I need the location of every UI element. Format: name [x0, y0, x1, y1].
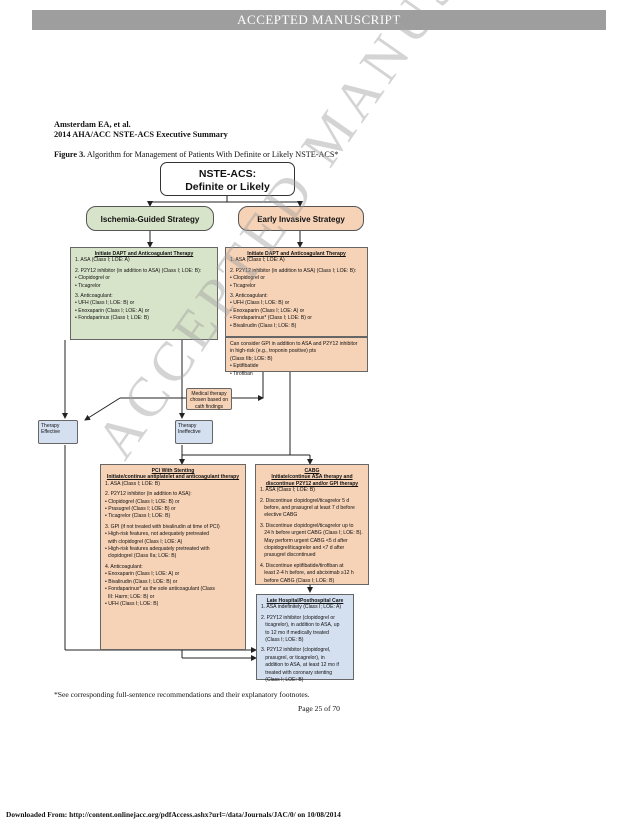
late-care-title: Late Hospital/Posthospital Care: [266, 598, 344, 604]
early-invasive-strategy-box: Early Invasive Strategy: [238, 206, 364, 231]
pci-line: • High-risk features adequately pretreat…: [105, 546, 210, 553]
invasive-dapt-line: • Ticagrelor: [230, 282, 256, 289]
gpi-line: (Class IIb; LOE: B): [230, 355, 273, 362]
invasive-dapt-box: Initiate DAPT and Anticoagulant Therapy …: [225, 247, 368, 337]
pci-stenting-box: PCI With Stenting Initiate/continue anti…: [100, 464, 246, 650]
late-care-line: treated with coronary stenting: [261, 669, 333, 676]
cabg-line: elective CABG: [260, 512, 298, 519]
gpi-line: in high-risk (e.g., troponin positive) p…: [230, 348, 317, 355]
cabg-line: before CABG (Class I; LOE: B): [260, 577, 335, 584]
ischemia-dapt-line: • Clopidogrel or: [75, 275, 110, 282]
page-number: Page 25 of 70: [298, 704, 340, 713]
cabg-line: 1. ASA (Class I; LOE: B): [260, 487, 315, 494]
late-care-line: addition to ASA, at least 12 mo if: [261, 662, 339, 669]
invasive-dapt-line: • Enoxaparin (Class I; LOE: A) or: [230, 307, 305, 314]
cabg-line: least 2-4 h before, and abciximab ≥12 h: [260, 570, 354, 577]
gpi-line: • Tirofiban: [230, 370, 253, 377]
cabg-line: clopidogrel/ticagrelor and <7 d after: [260, 545, 345, 552]
pci-line: • High-risk features, not adequately pre…: [105, 531, 209, 538]
therapy-ineffective-box: Therapy Ineffective: [175, 420, 213, 444]
ischemia-guided-strategy-box: Ischemia-Guided Strategy: [86, 206, 214, 231]
pci-line: 3. GPI (if not treated with bivalirudin …: [105, 523, 220, 530]
accepted-manuscript-banner: ACCEPTED MANUSCRIPT: [32, 10, 606, 30]
late-hospital-care-box: Late Hospital/Posthospital Care 1. ASA i…: [256, 594, 354, 683]
cabg-box: CABG Initiate/continue ASA therapy and d…: [255, 464, 369, 585]
download-notice: Downloaded From: http://content.onlineja…: [6, 810, 341, 819]
footnote: *See corresponding full-sentence recomme…: [54, 690, 310, 699]
nste-acs-title-line2: Definite or Likely: [185, 181, 270, 193]
nste-acs-title-box: NSTE-ACS: Definite or Likely: [160, 162, 295, 196]
late-care-line: ticagrelor), in addition to ASA, up: [261, 622, 340, 629]
late-care-line: prasugrel, or ticagrelor), in: [261, 654, 325, 661]
gpi-line: • Eptifibatide: [230, 363, 259, 370]
invasive-dapt-line: 1. ASA (Class I; LOE: A): [230, 257, 285, 264]
figure-label: Figure 3.: [54, 150, 86, 159]
cabg-line: prasugrel discontinued: [260, 552, 316, 559]
late-care-line: (Class I; LOE: B): [261, 677, 304, 684]
pci-line: III: Harm; LOE: B) or: [105, 593, 155, 600]
ischemia-dapt-line: 1. ASA (Class I; LOE: A): [75, 257, 130, 264]
invasive-dapt-line: • UFH (Class I; LOE: B) or: [230, 300, 290, 307]
nste-acs-title-line1: NSTE-ACS:: [198, 168, 257, 180]
invasive-dapt-line: • Bivalirudin (Class I; LOE: B): [230, 322, 297, 329]
figure-caption-text: Algorithm for Management of Patients Wit…: [85, 150, 339, 159]
pci-line: • Bivalirudin (Class I; LOE: B) or: [105, 578, 178, 585]
late-care-line: to 12 mo if medically treated: [261, 629, 329, 636]
pci-line: • Ticagrelor (Class I; LOE: B): [105, 513, 171, 520]
cabg-line: 4. Discontinue eptifibatide/tirofiban at: [260, 562, 344, 569]
late-care-line: 3. P2Y12 inhibitor (clopidogrel,: [261, 647, 331, 654]
pci-line: • Fondaparinux* as the sole anticoagulan…: [105, 586, 215, 593]
cabg-subtitle: Initiate/continue ASA therapy and discon…: [265, 474, 359, 487]
invasive-dapt-line: 2. P2Y12 inhibitor (in addition to ASA) …: [230, 267, 357, 274]
gpi-box: Can consider GPI in addition to ASA and …: [225, 337, 368, 377]
ischemia-dapt-line: • Fondaparinux (Class I; LOE: B): [75, 315, 149, 322]
pci-line: • Clopidogrel (Class I; LOE: B) or: [105, 498, 180, 505]
ischemia-dapt-line: • Ticagrelor: [75, 282, 101, 289]
medical-therapy-box: Medical therapy chosen based on cath fin…: [186, 388, 232, 410]
invasive-dapt-line: 3. Anticoagulant:: [230, 293, 268, 300]
ischemia-dapt-box: Initiate DAPT and Anticoagulant Therapy …: [70, 247, 218, 340]
cabg-line: before, and prasugrel at least 7 d befor…: [260, 505, 355, 512]
invasive-dapt-line: • Clopidogrel or: [230, 275, 265, 282]
ischemia-dapt-line: • Enoxaparin (Class I; LOE: A) or: [75, 307, 150, 314]
late-care-line: 2. P2Y12 inhibitor (clopidogrel or: [261, 614, 335, 621]
invasive-dapt-title: Initiate DAPT and Anticoagulant Therapy: [247, 251, 346, 257]
author-line: Amsterdam EA, et al.: [54, 120, 131, 129]
ischemia-dapt-line: 2. P2Y12 inhibitor (in addition to ASA) …: [75, 267, 202, 274]
pci-line: 4. Anticoagulant:: [105, 563, 143, 570]
ischemia-dapt-title: Initiate DAPT and Anticoagulant Therapy: [94, 251, 194, 257]
article-title-line: 2014 AHA/ACC NSTE-ACS Executive Summary: [54, 130, 228, 139]
cabg-line: 2. Discontinue clopidogrel/ticagrelor 5 …: [260, 497, 350, 504]
pci-line: 2. P2Y12 inhibitor (in addition to ASA):: [105, 491, 192, 498]
invasive-dapt-line: • Fondaparinux* (Class I; LOE: B) or: [230, 315, 312, 322]
pci-line: • Enoxaparin (Class I; LOE: A) or: [105, 571, 180, 578]
pci-line: 1. ASA (Class I; LOE: B): [105, 480, 160, 487]
pci-subtitle: Initiate/continue antiplatelet and antic…: [106, 474, 240, 481]
figure-caption: Figure 3. Algorithm for Management of Pa…: [54, 150, 339, 159]
pci-line: with clopidogrel (Class I; LOE: A): [105, 538, 183, 545]
pci-title: PCI With Stenting: [151, 468, 195, 474]
cabg-title: CABG: [304, 468, 320, 474]
pci-line: clopidogrel (Class IIa; LOE: B): [105, 553, 177, 560]
cabg-line: 24 h before urgent CABG (Class I; LOE: B…: [260, 530, 363, 537]
cabg-line: May perform urgent CABG <5 d after: [260, 537, 348, 544]
pci-line: • Prasugrel (Class I; LOE: B) or: [105, 506, 176, 513]
late-care-line: 1. ASA indefinitely (Class I; LOE: A): [261, 604, 342, 611]
pci-line: • UFH (Class I; LOE: B): [105, 600, 159, 607]
late-care-line: (Class I; LOE: B): [261, 637, 304, 644]
cabg-line: 3. Discontinue clopidogrel/ticagrelor up…: [260, 522, 354, 529]
ischemia-dapt-line: 3. Anticoagulant:: [75, 293, 113, 300]
gpi-line: Can consider GPI in addition to ASA and …: [230, 341, 358, 347]
ischemia-dapt-line: • UFH (Class I; LOE: B) or: [75, 300, 135, 307]
therapy-effective-box: Therapy Effective: [38, 420, 78, 444]
